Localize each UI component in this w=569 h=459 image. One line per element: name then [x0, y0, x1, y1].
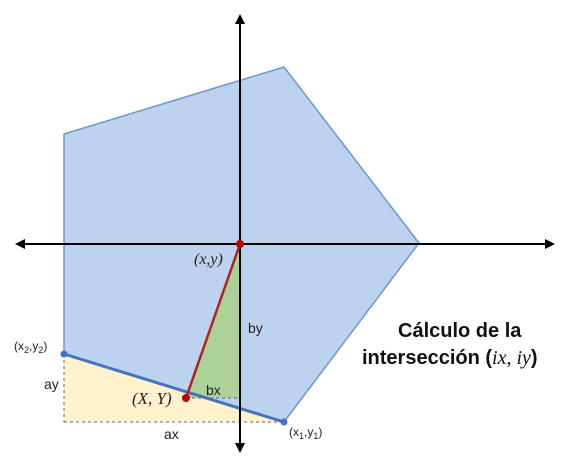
vertex-p1-label: (x1,y1) [289, 425, 322, 441]
caption-line-2: intersección (ix, iy) [362, 347, 538, 369]
intersection-point-marker [182, 394, 190, 402]
vertex-p1-marker [280, 418, 288, 426]
ray-line [184, 243, 242, 399]
origin-point-marker [236, 240, 244, 248]
ax-label: ax [164, 426, 179, 442]
origin-point-label: (x,y) [194, 251, 223, 268]
intersection-point-label: (X, Y) [132, 389, 172, 408]
vertex-p2-marker [60, 350, 68, 358]
bx-label: bx [206, 382, 221, 398]
caption-line-1: Cálculo de la [398, 320, 522, 342]
by-label: by [248, 320, 263, 336]
ay-label: ay [44, 376, 59, 392]
vertex-p2-label: (x2,y2) [14, 339, 47, 355]
edge-segment [63, 352, 285, 424]
